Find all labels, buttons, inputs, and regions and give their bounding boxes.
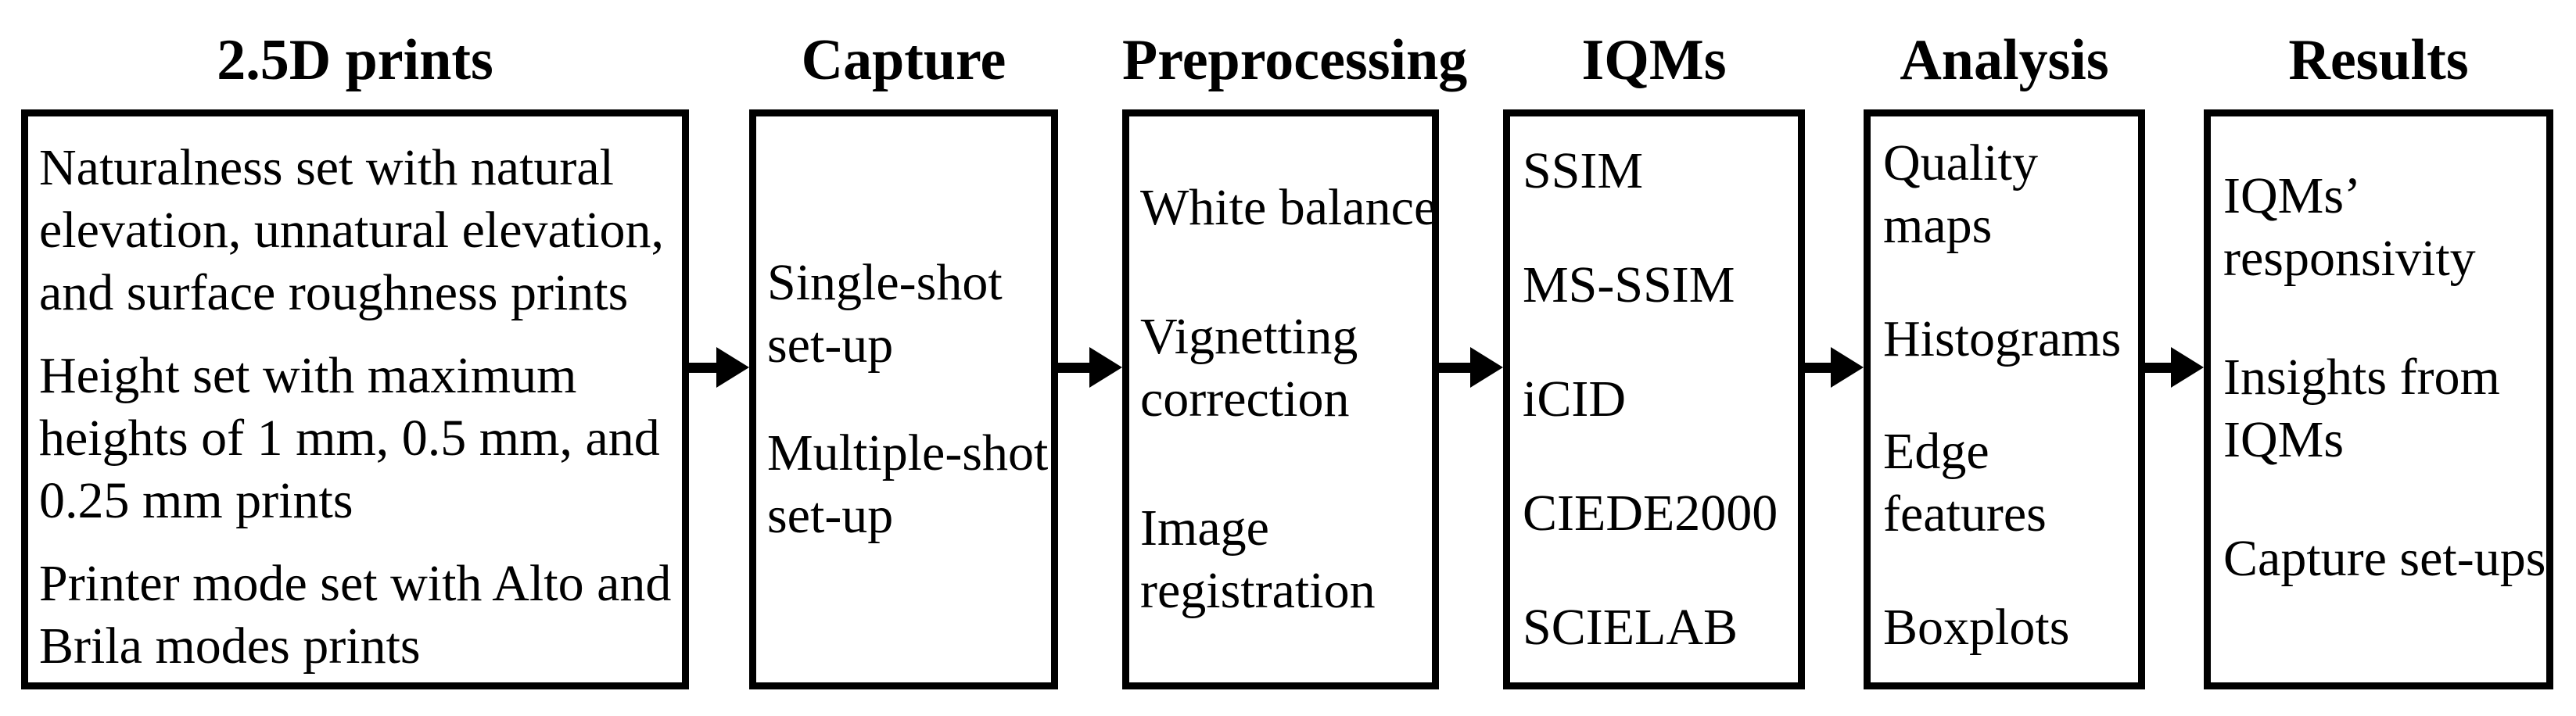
stage-item: SSIM [1523,140,1798,202]
text-line: correction [1140,371,1350,428]
stage-item: Image registration [1140,497,1432,622]
stage-item: Capture set-ups [2223,528,2546,590]
arrow-shaft [2145,362,2171,373]
text-line: Quality [1883,134,2038,192]
stage-item: CIEDE2000 [1523,482,1798,545]
stage-item: SCIELAB [1523,596,1798,659]
text-line: SSIM [1523,142,1644,199]
arrow-head [1089,347,1122,388]
text-line: Multiple-shot [767,424,1049,482]
text-line: Printer mode set with Alto and [39,555,672,612]
text-line: elevation, unnatural elevation, [39,202,665,259]
text-line: Insights from [2223,349,2500,406]
arrow-head [1831,347,1864,388]
text-line: Image [1140,499,1269,557]
text-line: CIEDE2000 [1523,485,1778,542]
text-line: features [1883,485,2047,543]
stage-title-capture: Capture [801,28,1006,92]
text-line: Edge [1883,423,1989,481]
text-line: SCIELAB [1523,599,1738,656]
stage-item: Insights from IQMs [2223,346,2546,471]
text-line: Boxplots [1883,598,2070,656]
right-arrow-icon [689,347,749,388]
text-line: maps [1883,197,1993,254]
stage-item: Single-shot set-up [767,252,1051,377]
text-line: registration [1140,562,1376,619]
stage-title-iqms: IQMs [1581,28,1727,92]
text-line: Single-shot [767,254,1003,311]
text-line: MS-SSIM [1523,256,1735,313]
text-line: Height set with maximum [39,347,577,404]
arrow-shaft [1439,362,1470,373]
text-line: set-up [767,487,894,544]
stage-item: IQMs’ responsivity [2223,165,2546,290]
text-line: heights of 1 mm, 0.5 mm, and [39,410,660,467]
text-line: Vignetting [1140,308,1358,365]
stage-item: White balance [1140,177,1437,239]
arrow-shaft [689,362,716,373]
arrow-head [1470,347,1503,388]
stage-item: Boxplots [1883,596,2138,659]
text-line: 0.25 mm prints [39,472,353,529]
stage-item: Histograms [1883,308,2138,371]
text-line: responsivity [2223,230,2476,287]
stage-title-25d-prints: 2.5D prints [217,28,493,92]
stage-item: Naturalness set with natural elevation, … [39,137,671,324]
right-arrow-icon [1058,347,1122,388]
right-arrow-icon [2145,347,2204,388]
stage-item: Quality maps [1883,132,2138,257]
text-line: IQMs’ [2223,167,2361,224]
text-line: set-up [767,317,894,374]
text-line: IQMs [2223,411,2345,468]
stage-item: Edge features [1883,421,2138,546]
text-line: White balance [1140,179,1437,236]
stage-box-preprocessing: White balance Vignetting correction Imag… [1122,109,1439,689]
text-line: and surface roughness prints [39,264,629,321]
right-arrow-icon [1805,347,1864,388]
stage-box-capture: Single-shot set-up Multiple-shot set-up [749,109,1058,689]
arrow-shaft [1058,362,1089,373]
stage-item: Height set with maximum heights of 1 mm,… [39,345,671,532]
stage-box-analysis: Quality maps Histograms Edge features Bo… [1864,109,2145,689]
stage-box-iqms: SSIM MS-SSIM iCID CIEDE2000 SCIELAB [1503,109,1805,689]
text-line: Capture set-ups [2223,530,2546,587]
text-line: Histograms [1883,310,2122,367]
text-line: Naturalness set with natural [39,139,614,196]
text-line: Brila modes prints [39,618,421,675]
stage-item: iCID [1523,368,1798,431]
text-line: iCID [1523,371,1626,428]
arrow-head [716,347,749,388]
stage-title-results: Results [2288,28,2469,92]
stage-item: Vignetting correction [1140,306,1432,431]
stage-title-analysis: Analysis [1900,28,2109,92]
arrow-shaft [1805,362,1831,373]
stage-title-preprocessing: Preprocessing [1122,28,1468,92]
stage-box-results: IQMs’ responsivity Insights from IQMs Ca… [2204,109,2553,689]
stage-item: Multiple-shot set-up [767,422,1051,547]
right-arrow-icon [1439,347,1503,388]
stage-item: Printer mode set with Alto and Brila mod… [39,553,671,678]
stage-item: MS-SSIM [1523,254,1798,317]
stage-box-25d-prints: Naturalness set with natural elevation, … [21,109,689,689]
arrow-head [2171,347,2204,388]
